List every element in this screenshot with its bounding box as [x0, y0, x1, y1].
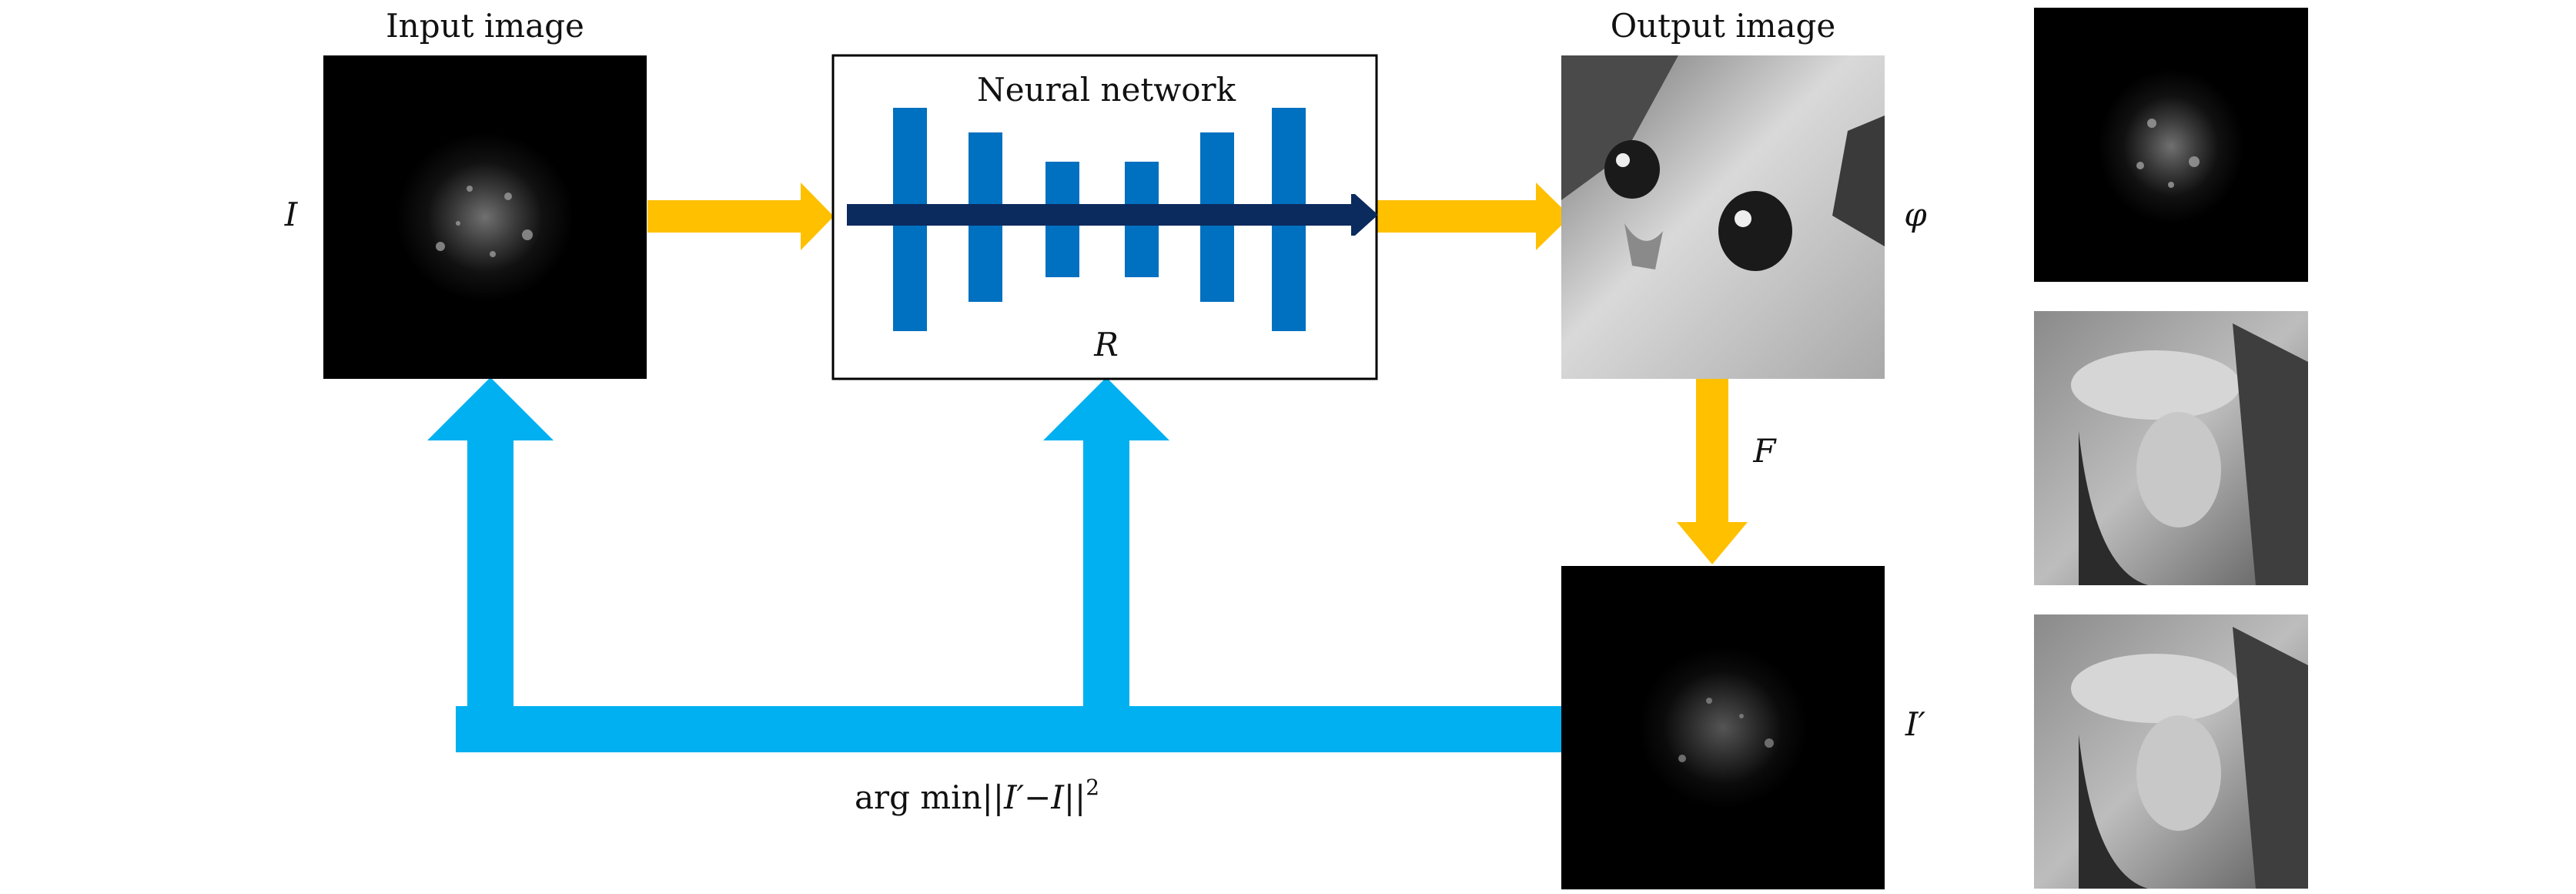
- output-image: [1561, 55, 1885, 379]
- neural-network-box: [831, 54, 1378, 380]
- loss-power: 2: [1086, 775, 1099, 800]
- output-title: Output image: [1611, 7, 1836, 45]
- feedback-shaft-left: [467, 439, 514, 752]
- feedback-arrowhead-middle: [1043, 377, 1169, 440]
- network-flow-arrow: [847, 194, 1378, 236]
- forward-arrow-output-to-reconstruction: [1677, 377, 1748, 564]
- reconstruction-symbol: I′: [1905, 705, 1926, 743]
- input-title: Input image: [386, 7, 584, 45]
- loss-term-b: I: [1050, 778, 1065, 816]
- thumbnail-portrait-1: [2034, 311, 2308, 585]
- loss-minus: −: [1024, 778, 1051, 816]
- thumbnail-speckle: [2034, 8, 2308, 282]
- input-symbol: I: [284, 196, 299, 233]
- feedback-arrowhead-left: [427, 377, 554, 440]
- loss-term-a: I′: [1003, 778, 1025, 816]
- reconstructed-image: [1561, 566, 1885, 889]
- network-symbol: R: [1093, 326, 1119, 363]
- forward-symbol: F: [1752, 432, 1777, 470]
- loss-expression: arg min||I′−I||2: [855, 775, 1099, 816]
- input-image: [323, 55, 647, 379]
- feedback-shaft-middle: [1083, 439, 1129, 708]
- output-symbol: φ: [1904, 196, 1927, 233]
- loss-prefix: arg min||: [855, 778, 1004, 816]
- feedback-bar-horizontal: [456, 706, 1564, 752]
- feedback-path: [427, 377, 1564, 752]
- forward-arrow-input-to-network: [647, 182, 834, 250]
- loss-suffix: ||: [1064, 778, 1086, 816]
- forward-arrow-network-to-output: [1374, 182, 1571, 250]
- thumbnail-portrait-2: [2034, 614, 2308, 889]
- network-title: Neural network: [977, 71, 1236, 109]
